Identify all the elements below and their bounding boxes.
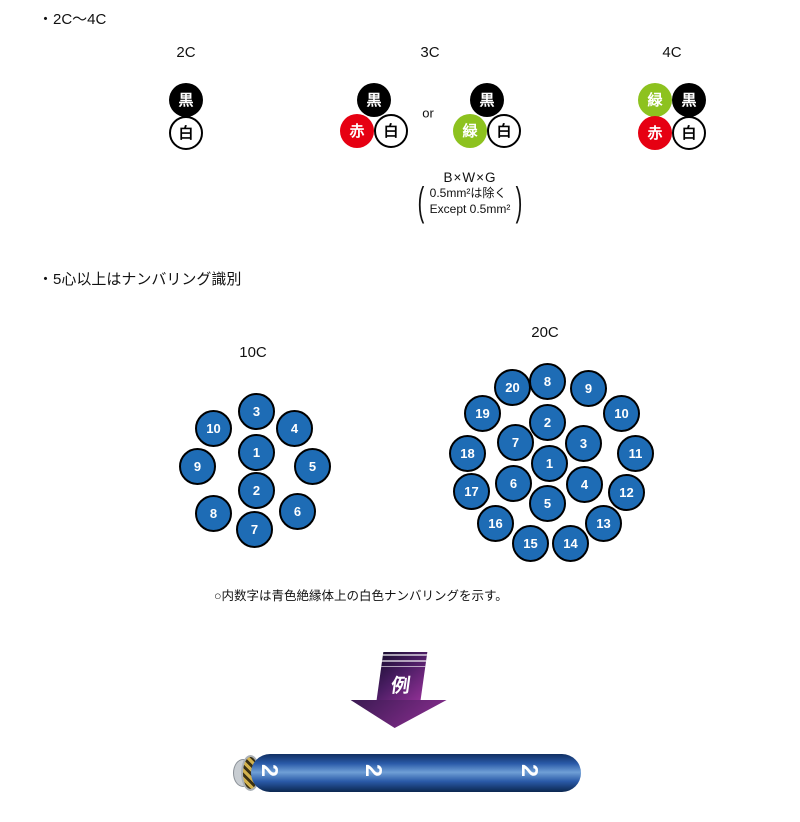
or-label: or — [422, 105, 434, 121]
group-label-3C: 3C — [420, 44, 440, 61]
wire-circle-4C-green: 緑 — [638, 83, 672, 117]
wire-circle-3C-black: 黒 — [470, 83, 504, 117]
cable-marking: 2 — [360, 764, 387, 777]
numbered-core-10C-1: 1 — [238, 434, 275, 471]
section-heading-2c-4c: ・2C〜4C — [38, 11, 107, 28]
numbered-core-20C-12: 12 — [608, 474, 645, 511]
cable-marking: 2 — [256, 764, 283, 777]
numbered-core-20C-1: 1 — [531, 445, 568, 482]
numbered-core-10C-8: 8 — [195, 495, 232, 532]
numbered-core-20C-9: 9 — [570, 370, 607, 407]
numbered-core-10C-5: 5 — [294, 448, 331, 485]
numbered-core-20C-18: 18 — [449, 435, 486, 472]
wire-circle-4C-red: 赤 — [638, 116, 672, 150]
bwg-title: B×W×G — [443, 170, 497, 185]
numbered-core-20C-5: 5 — [529, 485, 566, 522]
wire-circle-3C-white: 白 — [487, 114, 521, 148]
wire-circle-4C-black: 黒 — [672, 83, 706, 117]
section-heading-numbering: ・5心以上はナンバリング識別 — [38, 271, 242, 288]
numbered-core-20C-20: 20 — [494, 369, 531, 406]
numbered-core-10C-9: 9 — [179, 448, 216, 485]
arrow-label: 例 — [389, 676, 412, 697]
bwg-note-en: Except 0.5mm² — [429, 202, 511, 216]
numbered-core-10C-6: 6 — [279, 493, 316, 530]
numbered-core-20C-3: 3 — [565, 425, 602, 462]
numbered-core-10C-10: 10 — [195, 410, 232, 447]
numbered-core-20C-19: 19 — [464, 395, 501, 432]
numbered-core-10C-7: 7 — [236, 511, 273, 548]
wire-circle-2C-black: 黒 — [169, 83, 203, 117]
numbered-core-10C-4: 4 — [276, 410, 313, 447]
wire-circle-4C-white: 白 — [672, 116, 706, 150]
arrow-shaft: 例 — [376, 652, 428, 700]
numbered-core-20C-7: 7 — [497, 424, 534, 461]
wire-circle-3C-red: 赤 — [340, 114, 374, 148]
cable-illustration: 2 2 2 — [251, 754, 581, 792]
arrow-head-icon — [347, 700, 447, 728]
numbered-core-20C-6: 6 — [495, 465, 532, 502]
numbered-core-20C-14: 14 — [552, 525, 589, 562]
open-paren: ( — [417, 180, 425, 224]
numbered-core-20C-13: 13 — [585, 505, 622, 542]
wire-circle-3C-white: 白 — [374, 114, 408, 148]
numbered-core-20C-10: 10 — [603, 395, 640, 432]
numbered-core-20C-8: 8 — [529, 363, 566, 400]
close-paren: ) — [515, 180, 523, 224]
wire-circle-2C-white: 白 — [169, 116, 203, 150]
numbered-core-20C-4: 4 — [566, 466, 603, 503]
numbered-core-20C-16: 16 — [477, 505, 514, 542]
bwg-note: ( 0.5mm²は除く Except 0.5mm² ) — [414, 180, 525, 224]
wire-circle-3C-black: 黒 — [357, 83, 391, 117]
wire-circle-3C-green: 緑 — [453, 114, 487, 148]
bwg-lines: 0.5mm²は除く Except 0.5mm² — [428, 186, 513, 217]
numbered-core-20C-11: 11 — [617, 435, 654, 472]
example-arrow: 例 — [347, 652, 454, 728]
cable-marking: 2 — [516, 764, 543, 777]
cluster-label-20C: 20C — [531, 324, 559, 341]
cluster-label-10C: 10C — [239, 344, 267, 361]
numbered-core-20C-15: 15 — [512, 525, 549, 562]
numbering-note: ○内数字は青色絶縁体上の白色ナンバリングを示す。 — [214, 589, 508, 603]
numbered-core-10C-3: 3 — [238, 393, 275, 430]
bwg-label-block: B×W×G ( 0.5mm²は除く Except 0.5mm² ) — [414, 170, 525, 224]
numbered-core-10C-2: 2 — [238, 472, 275, 509]
bwg-note-jp: 0.5mm²は除く — [429, 186, 507, 201]
arrow-ribs — [381, 654, 428, 667]
numbered-core-20C-2: 2 — [529, 404, 566, 441]
group-label-4C: 4C — [662, 44, 682, 61]
group-label-2C: 2C — [176, 44, 196, 61]
numbered-core-20C-17: 17 — [453, 473, 490, 510]
